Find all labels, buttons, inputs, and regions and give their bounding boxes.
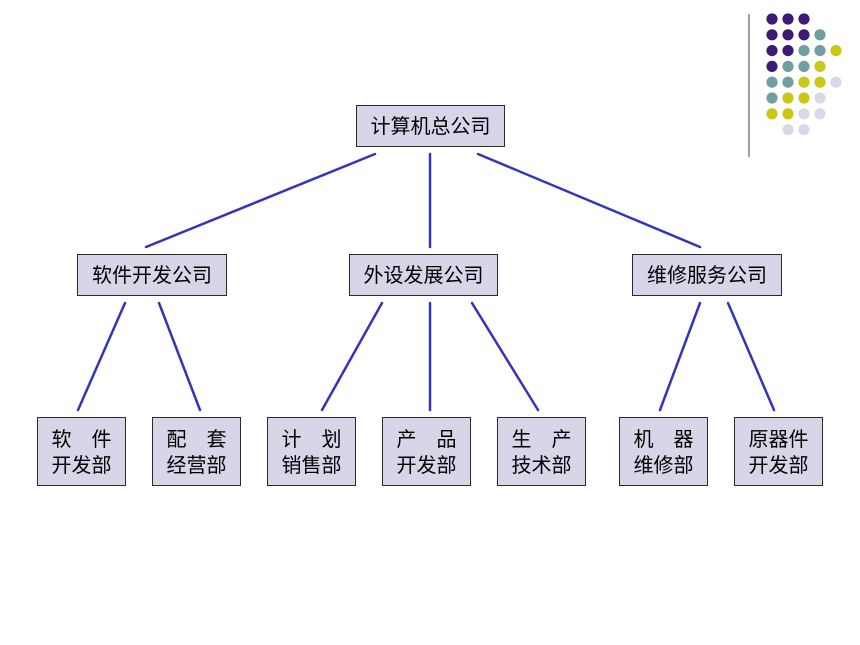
connector-maintenance-dept-1 xyxy=(658,301,702,412)
department-box: 软 件 开发部 xyxy=(37,417,126,486)
division-box-maintenance: 维修服务公司 xyxy=(632,254,782,296)
decorative-dot xyxy=(814,60,826,72)
decorative-dot xyxy=(766,60,778,72)
decorative-dot xyxy=(830,45,842,57)
department-box: 生 产 技术部 xyxy=(497,417,586,486)
decorative-dot xyxy=(782,92,794,104)
decorative-dot xyxy=(766,92,778,104)
decorative-dot xyxy=(814,76,826,88)
root-company-label: 计算机总公司 xyxy=(370,114,491,138)
division-box-peripherals: 外设发展公司 xyxy=(349,254,498,296)
connector-peripherals-dept-3 xyxy=(470,301,540,412)
decorative-dot xyxy=(766,29,778,41)
decorative-dot xyxy=(766,45,778,57)
decorative-dot xyxy=(798,29,810,41)
connector-software-dept-1 xyxy=(76,301,127,412)
decorative-dot xyxy=(766,108,778,120)
connector-peripherals-dept-1 xyxy=(320,301,384,412)
decorative-dot xyxy=(798,108,810,120)
division-label: 维修服务公司 xyxy=(647,263,767,287)
department-label-line: 开发部 xyxy=(748,452,809,477)
department-label-line: 软 件 xyxy=(51,426,112,451)
decorative-dot xyxy=(814,92,826,104)
department-label-line: 开发部 xyxy=(51,452,112,477)
department-box: 原器件 开发部 xyxy=(734,417,823,486)
department-label-line: 计 划 xyxy=(281,426,342,451)
decorative-dot xyxy=(782,60,794,72)
department-box: 机 器 维修部 xyxy=(619,417,708,486)
department-label-line: 生 产 xyxy=(511,426,572,451)
department-label-line: 经营部 xyxy=(166,452,227,477)
division-box-software: 软件开发公司 xyxy=(77,254,227,296)
department-label-line: 开发部 xyxy=(396,452,457,477)
decorative-dot xyxy=(798,92,810,104)
decorative-dot-grid xyxy=(748,13,842,157)
connector-root-maintenance xyxy=(476,152,702,249)
decorative-dot xyxy=(814,45,826,57)
decorative-dot xyxy=(782,13,794,25)
decorative-dot xyxy=(798,60,810,72)
decorative-dot xyxy=(814,108,826,120)
decorative-dot xyxy=(766,76,778,88)
department-label-line: 技术部 xyxy=(511,452,572,477)
decorative-dot xyxy=(766,13,778,25)
department-label-line: 销售部 xyxy=(281,452,342,477)
decorative-dot xyxy=(782,124,794,136)
department-label-line: 配 套 xyxy=(166,426,227,451)
department-label-line: 机 器 xyxy=(633,426,694,451)
decorative-dot xyxy=(814,29,826,41)
division-label: 软件开发公司 xyxy=(92,263,212,287)
decorative-dot xyxy=(798,76,810,88)
division-label: 外设发展公司 xyxy=(363,263,484,287)
decorative-dot xyxy=(782,45,794,57)
department-label-line: 产 品 xyxy=(396,426,457,451)
department-box: 计 划 销售部 xyxy=(267,417,356,486)
connector-root-software xyxy=(144,152,377,249)
department-box: 产 品 开发部 xyxy=(382,417,471,486)
decorative-dot xyxy=(782,76,794,88)
decorative-dot xyxy=(798,124,810,136)
connector-software-dept-2 xyxy=(157,301,202,412)
connector-maintenance-dept-2 xyxy=(726,301,776,412)
root-company-box: 计算机总公司 xyxy=(356,105,505,147)
decorative-dot xyxy=(782,29,794,41)
decorative-dot xyxy=(782,108,794,120)
decorative-dot xyxy=(798,13,810,25)
decorative-dot xyxy=(830,76,842,88)
department-label-line: 维修部 xyxy=(633,452,694,477)
decorative-dot xyxy=(798,45,810,57)
dot-grid xyxy=(766,13,842,136)
department-box: 配 套 经营部 xyxy=(152,417,241,486)
department-label-line: 原器件 xyxy=(748,426,809,451)
